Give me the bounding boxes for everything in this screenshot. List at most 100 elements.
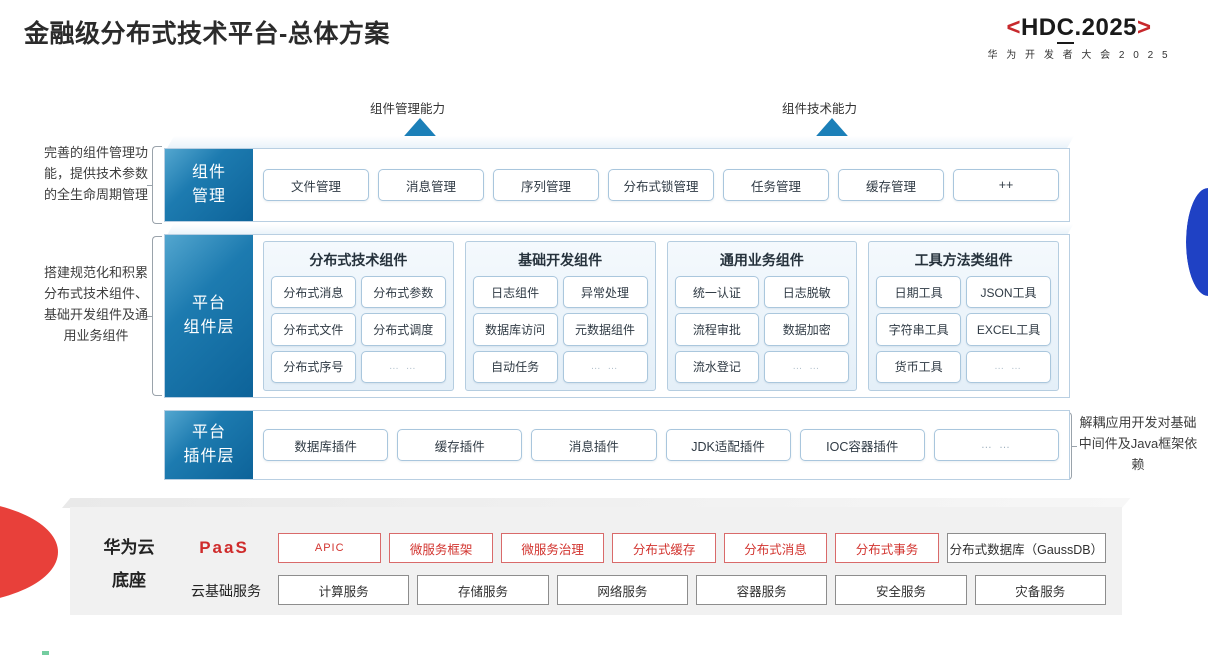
gchip-log-component[interactable]: 日志组件 — [472, 276, 558, 309]
layer-tag-line1: 平台 — [191, 424, 226, 441]
base-panel: 华为云 底座 PaaS 云基础服务 APIC 微服务框架 微服务治理 分布式缓存… — [70, 507, 1122, 615]
gchip-more-ellipsis[interactable]: … … — [562, 350, 648, 383]
hdc-logo-subtitle: 华 为 开 发 者 大 会 2 0 2 5 — [987, 50, 1171, 61]
hdc-logo-text-c: .2025 — [1074, 14, 1138, 41]
group-common-business-components: 通用业务组件 统一认证 日志脱敏 流程审批 数据加密 流水登记 … … — [666, 241, 858, 391]
chip-database-plugin[interactable]: 数据库插件 — [263, 429, 389, 461]
group-title: 基础开发组件 — [518, 252, 603, 268]
hdc-logo-text-a: HD — [1020, 14, 1057, 41]
bchip-distributed-transaction[interactable]: 分布式事务 — [835, 533, 939, 563]
chip-cache-management[interactable]: 缓存管理 — [838, 169, 944, 201]
layer-tag-line1: 组件 — [191, 164, 226, 181]
chip-distributed-lock-management[interactable]: 分布式锁管理 — [608, 169, 714, 201]
angle-bracket-left-icon: < — [1006, 14, 1021, 41]
hdc-logo: <HDC.2025> 华 为 开 发 者 大 会 2 0 2 5 — [964, 14, 1194, 61]
hdc-logo-main: <HDC.2025> — [964, 14, 1194, 44]
bchip-microservice-governance[interactable]: 微服务治理 — [500, 533, 605, 563]
base-title-line2: 底座 — [112, 571, 146, 590]
base-row-cloud-services: 计算服务 存储服务 网络服务 容器服务 安全服务 灾备服务 — [278, 575, 1106, 605]
panel-component-management: 组件 管理 文件管理 消息管理 序列管理 分布式锁管理 任务管理 缓存管理 ++ — [164, 148, 1070, 222]
chip-sequence-management[interactable]: 序列管理 — [493, 169, 599, 201]
annotation-left-middle: 搭建规范化和积累分布式技术组件、基础开发组件及通用业务组件 — [43, 265, 148, 343]
brace-left-middle — [147, 236, 162, 396]
layer-tag-platform-component: 平台 组件层 — [165, 235, 253, 397]
group-title: 通用业务组件 — [719, 252, 804, 268]
panel-platform-component-layer: 平台 组件层 分布式技术组件 分布式消息 分布式参数 分布式文件 分布式调度 分… — [164, 234, 1070, 398]
group-title: 分布式技术组件 — [309, 252, 408, 268]
bchip-apic[interactable]: APIC — [278, 533, 382, 563]
layer-tag-line1: 平台 — [191, 295, 226, 312]
base-title: 华为云 底座 — [86, 531, 172, 597]
angle-bracket-right-icon: > — [1137, 14, 1152, 41]
gchip-auto-task[interactable]: 自动任务 — [472, 350, 558, 383]
panel-body-component-management: 文件管理 消息管理 序列管理 分布式锁管理 任务管理 缓存管理 ++ — [253, 149, 1069, 221]
panel-body-platform-plugin: 数据库插件 缓存插件 消息插件 JDK适配插件 IOC容器插件 … … — [253, 411, 1069, 479]
gchip-more-ellipsis[interactable]: … … — [360, 350, 446, 383]
arrow-label-component-management: 组件管理能力 — [370, 102, 446, 116]
layer-tag-platform-plugin: 平台 插件层 — [165, 411, 253, 479]
base-row-paas: APIC 微服务框架 微服务治理 分布式缓存 分布式消息 分布式事务 分布式数据… — [278, 533, 1106, 563]
bchip-security-service[interactable]: 安全服务 — [835, 575, 967, 605]
group-grid: 统一认证 日志脱敏 流程审批 数据加密 流水登记 … … — [674, 276, 850, 383]
chip-ioc-container-plugin[interactable]: IOC容器插件 — [799, 429, 925, 461]
panel-platform-plugin-layer: 平台 插件层 数据库插件 缓存插件 消息插件 JDK适配插件 IOC容器插件 …… — [164, 410, 1070, 480]
gchip-excel-tool[interactable]: EXCEL工具 — [966, 313, 1051, 346]
gchip-more-ellipsis[interactable]: … … — [966, 350, 1051, 383]
gchip-metadata-component[interactable]: 元数据组件 — [562, 313, 648, 346]
base-row-label-paas: PaaS — [199, 538, 249, 557]
gchip-json-tool[interactable]: JSON工具 — [966, 276, 1051, 309]
group-distributed-tech-components: 分布式技术组件 分布式消息 分布式参数 分布式文件 分布式调度 分布式序号 … … — [263, 241, 454, 391]
bchip-distributed-message[interactable]: 分布式消息 — [723, 533, 828, 563]
group-row-platform-components: 分布式技术组件 分布式消息 分布式参数 分布式文件 分布式调度 分布式序号 … … — [253, 235, 1069, 397]
group-title: 工具方法类组件 — [914, 252, 1013, 268]
chip-cache-plugin[interactable]: 缓存插件 — [397, 429, 523, 461]
gchip-data-encryption[interactable]: 数据加密 — [764, 313, 850, 346]
group-grid: 日期工具 JSON工具 字符串工具 EXCEL工具 货币工具 … … — [876, 276, 1051, 383]
group-utility-components: 工具方法类组件 日期工具 JSON工具 字符串工具 EXCEL工具 货币工具 …… — [868, 241, 1059, 391]
hdc-logo-text-b: C — [1056, 14, 1075, 44]
page-title: 金融级分布式技术平台-总体方案 — [24, 20, 390, 48]
bchip-storage-service[interactable]: 存储服务 — [417, 575, 549, 605]
base-row-label-cloud: 云基础服务 — [191, 583, 261, 599]
gchip-log-desensitize[interactable]: 日志脱敏 — [764, 276, 850, 309]
chip-message-management[interactable]: 消息管理 — [378, 169, 484, 201]
annotation-right: 解耦应用开发对基础中间件及Java框架依赖 — [1078, 415, 1198, 472]
bchip-distributed-cache[interactable]: 分布式缓存 — [612, 533, 716, 563]
bchip-microservice-framework[interactable]: 微服务框架 — [389, 533, 493, 563]
gchip-date-tool[interactable]: 日期工具 — [876, 276, 962, 309]
layer-tag-line2: 组件层 — [183, 319, 235, 336]
gchip-transaction-record[interactable]: 流水登记 — [674, 350, 760, 383]
bchip-disaster-recovery-service[interactable]: 灾备服务 — [974, 575, 1106, 605]
gchip-distributed-message[interactable]: 分布式消息 — [271, 276, 356, 309]
chip-jdk-adapter-plugin[interactable]: JDK适配插件 — [665, 429, 791, 461]
huawei-cloud-base-section: 华为云 底座 PaaS 云基础服务 APIC 微服务框架 微服务治理 分布式缓存… — [62, 498, 1131, 616]
chip-message-plugin[interactable]: 消息插件 — [531, 429, 657, 461]
layer-tag-line2: 管理 — [191, 188, 226, 205]
blue-lens-decoration — [1186, 188, 1208, 296]
chip-task-management[interactable]: 任务管理 — [723, 169, 829, 201]
gchip-distributed-file[interactable]: 分布式文件 — [271, 313, 356, 346]
bchip-container-service[interactable]: 容器服务 — [695, 575, 828, 605]
gchip-distributed-parameter[interactable]: 分布式参数 — [360, 276, 446, 309]
gchip-distributed-schedule[interactable]: 分布式调度 — [360, 313, 446, 346]
gchip-string-tool[interactable]: 字符串工具 — [876, 313, 962, 346]
chip-file-management[interactable]: 文件管理 — [263, 169, 369, 201]
layer-tag-component-management: 组件 管理 — [165, 149, 253, 221]
base-title-line1: 华为云 — [103, 538, 155, 557]
gchip-exception-handling[interactable]: 异常处理 — [562, 276, 648, 309]
gchip-more-ellipsis[interactable]: … … — [764, 350, 850, 383]
red-wedge-decoration — [0, 500, 58, 604]
chip-more-ellipsis[interactable]: … … — [933, 429, 1060, 461]
gchip-distributed-sequence[interactable]: 分布式序号 — [271, 350, 356, 383]
layer-tag-line2: 插件层 — [183, 448, 235, 465]
gchip-database-access[interactable]: 数据库访问 — [472, 313, 558, 346]
gchip-unified-auth[interactable]: 统一认证 — [674, 276, 760, 309]
bchip-network-service[interactable]: 网络服务 — [556, 575, 688, 605]
annotation-left-top: 完善的组件管理功能，提供技术参数的全生命周期管理 — [43, 145, 148, 202]
chip-add-more[interactable]: ++ — [953, 169, 1059, 201]
bchip-compute-service[interactable]: 计算服务 — [278, 575, 410, 605]
arrow-label-component-technology: 组件技术能力 — [782, 102, 858, 116]
gchip-currency-tool[interactable]: 货币工具 — [876, 350, 962, 383]
gchip-process-approval[interactable]: 流程审批 — [674, 313, 760, 346]
bchip-distributed-database-gaussdb[interactable]: 分布式数据库（GaussDB） — [946, 533, 1106, 563]
